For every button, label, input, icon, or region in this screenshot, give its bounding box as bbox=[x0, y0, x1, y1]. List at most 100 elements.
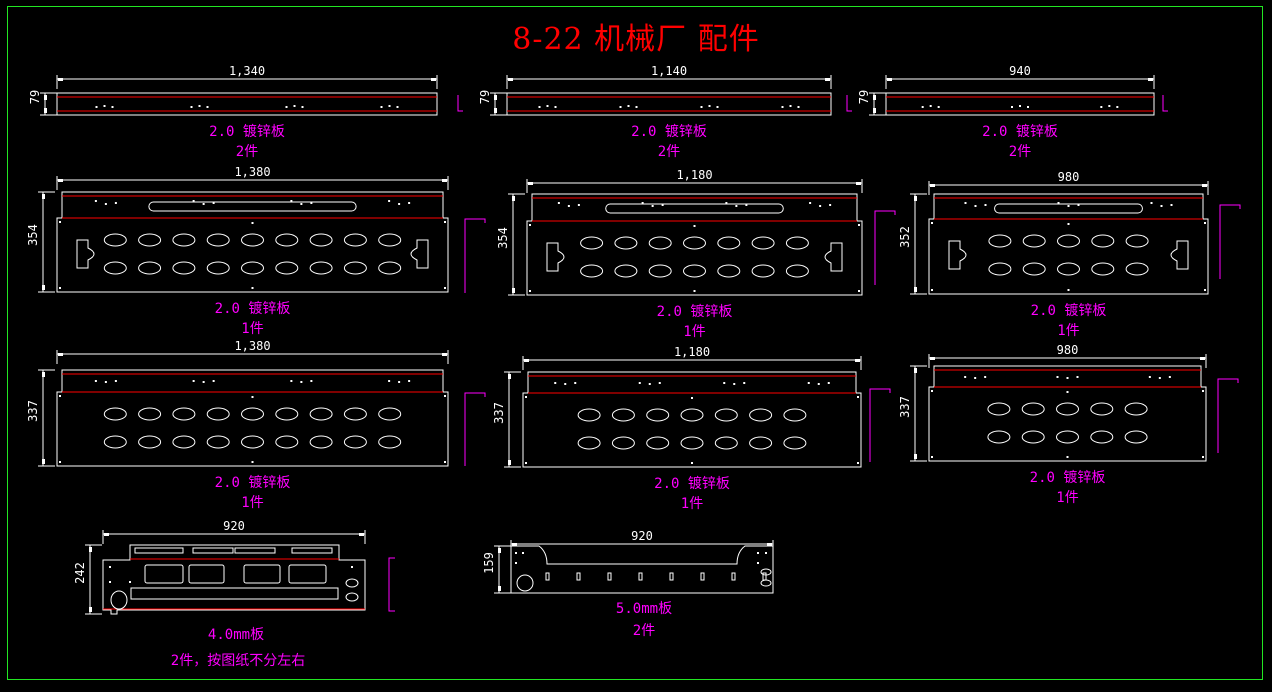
oval-hole bbox=[345, 592, 359, 602]
arrow-tick bbox=[914, 287, 917, 292]
mount-hole bbox=[857, 462, 859, 464]
t-cutout bbox=[546, 242, 565, 272]
top-slot bbox=[291, 547, 333, 554]
arrow-tick bbox=[42, 372, 45, 377]
mount-hole bbox=[192, 380, 195, 382]
mount-hole bbox=[1148, 376, 1151, 378]
drawing-title: 8-22 机械厂 配件 bbox=[512, 22, 760, 57]
mount-hole bbox=[293, 105, 296, 107]
width-dimension: 1,180 bbox=[676, 168, 713, 182]
arrow-tick bbox=[1202, 184, 1207, 187]
arrow-tick bbox=[887, 78, 892, 81]
cable-hole bbox=[1056, 430, 1079, 444]
mount-hole bbox=[691, 397, 693, 399]
mount-hole bbox=[95, 106, 98, 108]
mount-hole bbox=[735, 205, 738, 207]
mount-hole bbox=[974, 205, 977, 207]
profile-section bbox=[464, 218, 486, 293]
vertical-slot bbox=[669, 572, 674, 581]
mount-hole bbox=[1202, 390, 1204, 392]
mount-hole bbox=[1077, 204, 1080, 206]
mount-hole bbox=[858, 290, 860, 292]
round-cutout bbox=[516, 574, 534, 592]
mount-hole bbox=[408, 202, 411, 204]
profile-section bbox=[388, 557, 395, 612]
cable-hole bbox=[206, 407, 230, 421]
t-cutout bbox=[948, 240, 967, 270]
arrow-tick bbox=[528, 182, 533, 185]
cable-hole bbox=[309, 407, 333, 421]
mount-hole bbox=[444, 461, 446, 463]
window-cutout bbox=[144, 564, 184, 584]
cable-hole bbox=[275, 261, 299, 275]
long-slot bbox=[148, 201, 357, 212]
mount-hole bbox=[1168, 376, 1171, 378]
mount-hole bbox=[104, 203, 107, 205]
arrow-tick bbox=[359, 533, 364, 536]
cable-hole bbox=[172, 233, 196, 247]
mount-hole bbox=[212, 380, 215, 382]
cable-hole bbox=[103, 233, 127, 247]
arrow-tick bbox=[494, 95, 497, 100]
cable-hole bbox=[646, 436, 670, 450]
mount-hole bbox=[931, 289, 933, 291]
arrow-tick bbox=[42, 194, 45, 199]
mount-hole bbox=[651, 205, 654, 207]
cable-hole bbox=[138, 407, 162, 421]
mount-hole bbox=[525, 396, 527, 398]
arrow-tick bbox=[42, 459, 45, 464]
mount-hole bbox=[104, 381, 107, 383]
mount-hole bbox=[310, 380, 313, 382]
mount-hole bbox=[757, 562, 759, 564]
cable-hole bbox=[206, 233, 230, 247]
material-label: 2.0 镀锌板 bbox=[654, 476, 730, 492]
mount-hole bbox=[577, 204, 580, 206]
cable-hole bbox=[343, 407, 367, 421]
material-label: 4.0mm板 bbox=[207, 627, 265, 643]
mount-hole bbox=[300, 381, 303, 383]
mount-hole bbox=[807, 382, 810, 384]
mount-hole bbox=[103, 105, 106, 107]
mount-hole bbox=[964, 202, 967, 204]
mount-hole bbox=[716, 106, 719, 108]
bracket-outline bbox=[102, 544, 366, 615]
cable-hole bbox=[783, 408, 807, 422]
profile-section bbox=[457, 95, 463, 112]
mount-hole bbox=[285, 106, 288, 108]
mount-hole bbox=[1202, 456, 1204, 458]
arrow-tick bbox=[855, 359, 860, 362]
long-slot bbox=[130, 587, 339, 600]
height-dimension: 242 bbox=[73, 561, 87, 584]
drawing-border bbox=[7, 6, 1263, 680]
cable-hole bbox=[648, 264, 672, 278]
mount-hole bbox=[1160, 205, 1163, 207]
mount-hole bbox=[725, 202, 728, 204]
height-dimension: 337 bbox=[492, 401, 506, 424]
height-dimension: 337 bbox=[26, 400, 40, 422]
arrow-tick bbox=[89, 547, 92, 552]
mount-hole bbox=[700, 106, 703, 108]
cable-hole bbox=[275, 407, 299, 421]
mount-hole bbox=[757, 552, 759, 554]
strip-outline bbox=[885, 92, 1155, 116]
cable-hole bbox=[1057, 262, 1080, 276]
mount-hole bbox=[661, 204, 664, 206]
cable-hole bbox=[646, 408, 670, 422]
mount-hole bbox=[192, 200, 195, 202]
arrow-tick bbox=[494, 108, 497, 113]
width-dimension: 980 bbox=[1057, 170, 1080, 184]
arrow-tick bbox=[442, 179, 447, 182]
mount-hole bbox=[1204, 222, 1206, 224]
vertical-slot bbox=[576, 572, 581, 581]
mount-hole bbox=[444, 221, 446, 223]
panel-outline bbox=[928, 193, 1209, 295]
mount-hole bbox=[111, 106, 114, 108]
cable-hole bbox=[751, 264, 775, 278]
cable-hole bbox=[580, 236, 604, 250]
mount-hole bbox=[1076, 376, 1079, 378]
mount-hole bbox=[937, 106, 940, 108]
mount-hole bbox=[984, 204, 987, 206]
arrow-tick bbox=[524, 359, 529, 362]
mount-hole bbox=[538, 106, 541, 108]
